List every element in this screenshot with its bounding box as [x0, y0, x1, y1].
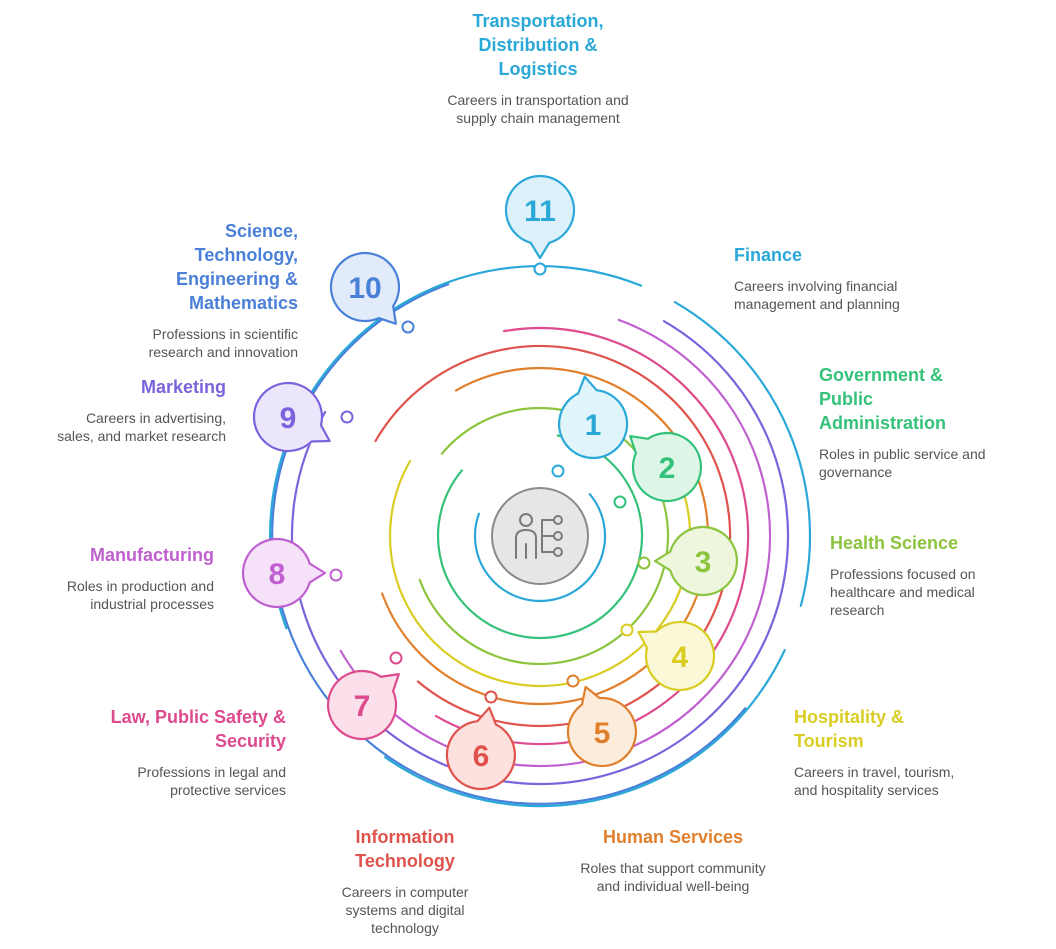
category-description: Roles that support community and individ…	[580, 860, 766, 894]
connector-dot	[551, 464, 565, 478]
connector-dot	[566, 674, 580, 688]
badge-1: 1	[557, 375, 629, 460]
ring-1-arc-1	[473, 493, 607, 603]
connector-dot	[329, 568, 343, 582]
badge-number: 3	[695, 546, 712, 579]
category-title: Hospitality & Tourism	[794, 707, 905, 751]
label-11: Transportation, Distribution & Logistics…	[438, 9, 638, 127]
connector-dot	[613, 495, 627, 509]
connector-dot	[340, 410, 354, 424]
badge-number: 10	[348, 272, 381, 305]
connector-dot	[401, 320, 415, 334]
badge-2: 2	[629, 431, 702, 503]
badge-3: 3	[653, 525, 738, 597]
connector-dot	[484, 690, 498, 704]
category-description: Careers involving financial management a…	[734, 278, 900, 312]
category-description: Careers in travel, tourism, and hospital…	[794, 764, 955, 798]
badge-7: 7	[327, 669, 400, 741]
category-description: Roles in public service and governance	[819, 446, 986, 480]
badge-number: 2	[659, 452, 676, 485]
category-title: Law, Public Safety & Security	[110, 707, 286, 751]
connector-dot	[637, 556, 651, 570]
category-description: Professions in scientific research and i…	[148, 326, 298, 360]
ring-8-arc-1	[339, 318, 772, 768]
person-network-icon	[491, 487, 589, 585]
badge-number: 6	[473, 740, 490, 773]
badge-5: 5	[566, 685, 638, 768]
badge-6: 6	[445, 706, 517, 791]
category-title: Science, Technology, Engineering & Mathe…	[175, 221, 298, 313]
badge-number: 8	[269, 558, 286, 591]
connector-dot	[533, 262, 547, 276]
ring-7-arc-1	[434, 326, 750, 746]
badge-9: 9	[252, 381, 331, 453]
badge-4: 4	[637, 620, 716, 692]
badge-8: 8	[242, 537, 327, 609]
badge-10: 10	[329, 252, 401, 325]
connector-dot	[389, 651, 403, 665]
ring-10-arc-2	[366, 283, 450, 332]
badge-number: 11	[524, 195, 556, 228]
connector-dot	[620, 623, 634, 637]
category-title: Government & Public Administration	[819, 365, 947, 433]
category-description: Careers in computer systems and digital …	[341, 884, 469, 936]
category-title: Marketing	[140, 377, 226, 397]
category-title: Finance	[734, 245, 803, 265]
category-description: Careers in transportation and supply cha…	[447, 92, 629, 126]
category-title: Human Services	[602, 827, 744, 847]
label-10: Science, Technology, Engineering & Mathe…	[118, 219, 298, 361]
badge-number: 4	[672, 641, 689, 674]
ring-11-arc-1	[268, 265, 643, 630]
badge-number: 7	[354, 690, 371, 723]
category-title: Health Science	[830, 533, 959, 553]
ring-2-arc-1	[437, 434, 644, 640]
badge-number: 1	[585, 409, 602, 442]
badge-number: 9	[280, 402, 297, 435]
category-description: Careers in advertising, sales, and marke…	[57, 410, 226, 444]
ring-11-arc-2	[673, 301, 812, 607]
ring-6-arc-1	[374, 344, 732, 728]
ring-11-arc-3	[384, 649, 786, 808]
badge-number: 5	[594, 717, 611, 750]
category-description: Professions focused on healthcare and me…	[830, 566, 976, 618]
category-description: Professions in legal and protective serv…	[137, 764, 286, 798]
category-description: Roles in production and industrial proce…	[66, 578, 214, 612]
category-title: Information Technology	[355, 827, 455, 871]
category-title: Manufacturing	[90, 545, 214, 565]
badge-11: 11	[504, 175, 576, 260]
category-title: Transportation, Distribution & Logistics	[472, 11, 604, 79]
